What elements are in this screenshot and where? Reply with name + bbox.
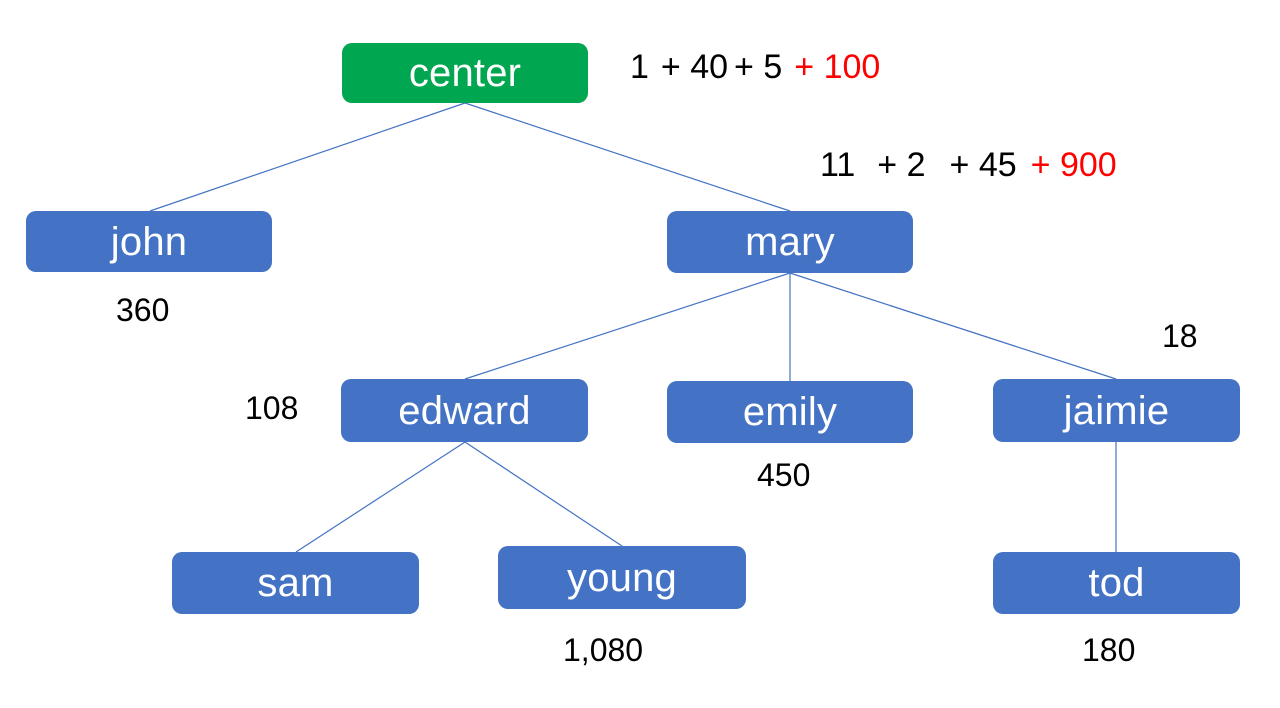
expression-term: + 40	[660, 48, 729, 86]
annotation-expression: 11 + 2 + 45 + 900	[820, 148, 1117, 182]
annotation-john-value: 360	[116, 294, 169, 326]
tree-node-label: mary	[745, 220, 835, 264]
tree-node-mary[interactable]: mary	[667, 211, 913, 273]
tree-node-young[interactable]: young	[498, 546, 746, 609]
tree-node-john[interactable]: john	[26, 211, 272, 272]
annotation-value: 450	[757, 457, 811, 493]
tree-edge-mary-to-edward	[464, 272, 791, 380]
annotation-value: 180	[1082, 632, 1136, 668]
tree-node-label: jaimie	[1063, 388, 1170, 433]
annotation-young-value: 1,080	[563, 634, 643, 666]
tree-node-jaimie[interactable]: jaimie	[993, 379, 1240, 442]
annotation-value: 1,080	[563, 632, 644, 668]
tree-edge-mary-to-jaimie	[789, 272, 1117, 380]
tree-node-label: sam	[257, 561, 334, 605]
expression-term: 11	[820, 146, 856, 184]
annotation-value: 108	[245, 390, 299, 426]
annotation-mary-expression: 11 + 2 + 45 + 900	[820, 148, 1117, 182]
annotation-jaimie-value: 18	[1162, 320, 1198, 352]
expression-term: + 2	[877, 146, 926, 184]
tree-node-center[interactable]: center	[342, 43, 588, 103]
expression-term: + 45	[949, 146, 1017, 184]
tree-node-label: young	[567, 555, 677, 600]
tree-edge-center-to-mary	[464, 102, 791, 212]
annotation-expression: 1 + 40+ 5 + 100	[630, 50, 880, 84]
expression-term: 1	[630, 48, 649, 86]
annotation-edward-value: 108	[245, 392, 298, 424]
tree-edge-center-to-john	[149, 102, 466, 212]
expression-term: + 5	[734, 48, 783, 86]
tree-node-tod[interactable]: tod	[993, 552, 1240, 614]
tree-edge-edward-to-sam	[295, 441, 466, 553]
tree-node-emily[interactable]: emily	[667, 381, 913, 443]
annotation-tod-value: 180	[1082, 634, 1135, 666]
tree-node-label: emily	[742, 390, 838, 434]
tree-node-label: john	[110, 219, 188, 264]
tree-node-label: center	[408, 51, 522, 95]
tree-node-label: edward	[398, 388, 531, 433]
annotation-value: 360	[116, 292, 170, 328]
expression-term: + 100	[794, 48, 881, 86]
expression-term: + 900	[1030, 146, 1117, 184]
tree-node-label: tod	[1088, 561, 1145, 605]
annotation-center-expression: 1 + 40+ 5 + 100	[630, 50, 880, 84]
tree-node-sam[interactable]: sam	[172, 552, 419, 614]
annotation-value: 18	[1162, 318, 1198, 354]
tree-edge-edward-to-young	[464, 441, 623, 547]
annotation-emily-value: 450	[757, 459, 810, 491]
tree-node-edward[interactable]: edward	[341, 379, 588, 442]
